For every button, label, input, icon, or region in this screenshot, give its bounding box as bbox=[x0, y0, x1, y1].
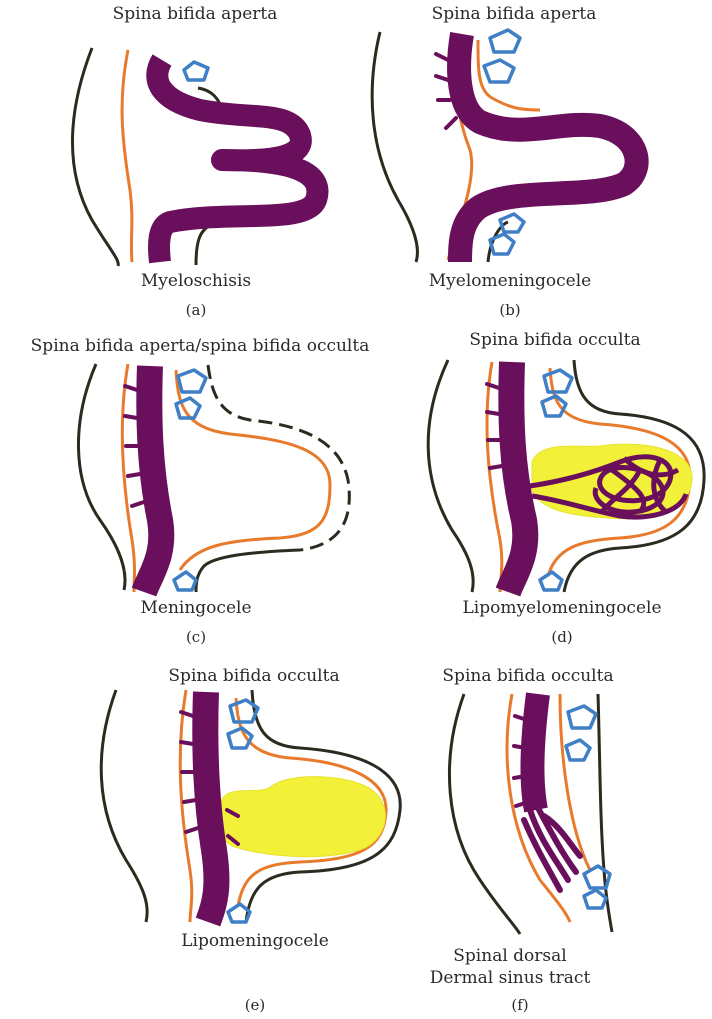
panel-f-dura-inner bbox=[560, 694, 590, 870]
panel-c-skin-sac bbox=[208, 365, 349, 550]
panel-f-vertebra-1 bbox=[568, 706, 596, 728]
panel-c-vertebra-1 bbox=[178, 370, 206, 392]
panel-d-drawing bbox=[428, 360, 704, 592]
panel-a-vertebra bbox=[184, 62, 208, 80]
panel-f-vertebra-4 bbox=[584, 890, 606, 908]
panel-b-drawing bbox=[372, 30, 636, 262]
panel-d-vertebra-3 bbox=[540, 572, 562, 590]
panel-d-vertebra-2 bbox=[542, 396, 566, 416]
panel-b-skin bbox=[372, 32, 417, 262]
panel-f-skin bbox=[449, 694, 520, 934]
panel-d-cord bbox=[508, 362, 525, 592]
panel-a-skin-right bbox=[196, 224, 212, 265]
panel-a-skin bbox=[72, 48, 118, 266]
panel-c-dura bbox=[122, 364, 134, 592]
panel-a-cord bbox=[157, 60, 317, 262]
panel-c-drawing bbox=[78, 364, 349, 592]
panel-d-skin bbox=[428, 360, 473, 592]
panel-c-cord bbox=[144, 366, 161, 592]
panel-e-skin bbox=[101, 690, 147, 922]
panel-e-vertebra-2 bbox=[228, 728, 252, 748]
panel-c-skin-base bbox=[196, 550, 300, 592]
panel-f-vertebra-2 bbox=[566, 740, 590, 760]
panel-e-drawing bbox=[101, 690, 400, 922]
panel-a-drawing bbox=[72, 48, 317, 266]
panel-f-vertebra-3 bbox=[584, 866, 610, 888]
panel-b-vertebra-1 bbox=[490, 30, 520, 52]
panel-f-cord bbox=[532, 694, 538, 810]
panel-a-dura bbox=[122, 50, 132, 262]
panel-e-dura bbox=[180, 690, 192, 922]
panel-c-vertebra-3 bbox=[174, 572, 196, 590]
panel-b-vertebra-2 bbox=[484, 60, 514, 82]
panel-d-vertebra-1 bbox=[544, 370, 572, 392]
panel-c-skin bbox=[78, 364, 125, 590]
panel-f-drawing bbox=[449, 694, 612, 934]
panel-e-lipoma bbox=[220, 777, 385, 857]
panel-e-cord bbox=[205, 692, 216, 922]
panel-c-dura-sac bbox=[176, 370, 330, 570]
panel-b-vertebra-4 bbox=[490, 234, 514, 254]
